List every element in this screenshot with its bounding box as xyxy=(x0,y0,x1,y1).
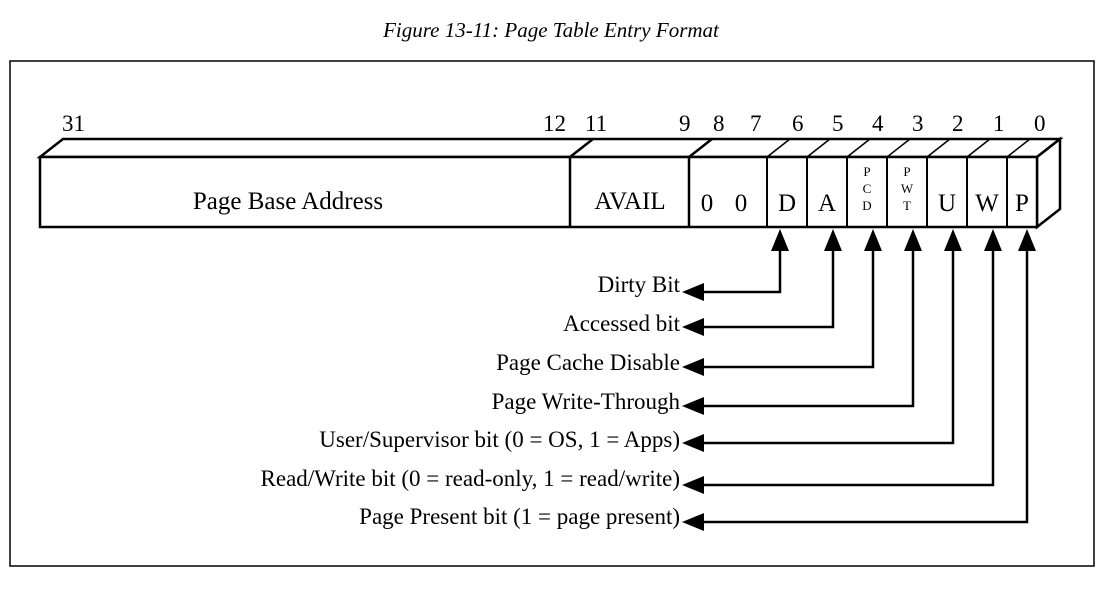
field-pwt-line-3: T xyxy=(903,198,911,213)
front-face-bit-dividers xyxy=(766,157,1008,227)
connector-present xyxy=(700,245,1029,524)
up-arrow-dirty-icon xyxy=(771,229,789,251)
field-avail: AVAIL xyxy=(594,188,665,215)
bit-number-labels: 31 12 11 9 8 7 6 5 4 3 2 1 0 xyxy=(62,111,1046,136)
desc-us: User/Supervisor bit (0 = OS, 1 = Apps) xyxy=(319,427,680,452)
bit-label-7: 7 xyxy=(750,111,762,136)
bit-label-5: 5 xyxy=(832,111,844,136)
field-pcd-line-3: D xyxy=(862,198,871,213)
connector-us xyxy=(700,245,955,445)
field-write: W xyxy=(975,190,999,217)
desc-pcd: Page Cache Disable xyxy=(496,350,680,375)
field-pcd: P C D xyxy=(862,164,871,213)
field-pcd-line-2: C xyxy=(863,181,872,196)
up-arrow-us-icon xyxy=(944,229,962,251)
bit-label-2: 2 xyxy=(952,111,964,136)
bit-label-4: 4 xyxy=(872,111,884,136)
up-arrow-pcd-icon xyxy=(864,229,882,251)
bit-label-11: 11 xyxy=(585,111,607,136)
field-pwt: P W T xyxy=(901,164,914,213)
desc-present: Page Present bit (1 = page present) xyxy=(359,504,680,529)
bit-label-1: 1 xyxy=(993,111,1005,136)
connector-pwt xyxy=(700,245,915,408)
left-arrowheads xyxy=(682,283,704,531)
up-arrow-rw-icon xyxy=(984,229,1002,251)
up-arrow-accessed-icon xyxy=(824,229,842,251)
field-present: P xyxy=(1015,190,1029,217)
bit-label-12: 12 xyxy=(543,111,566,136)
desc-pwt: Page Write-Through xyxy=(492,389,681,414)
left-arrow-present-icon xyxy=(682,513,704,531)
bit-label-8: 8 xyxy=(713,111,725,136)
figure-caption: Figure 13-11: Page Table Entry Format xyxy=(382,18,720,42)
left-arrow-dirty-icon xyxy=(682,283,704,301)
bit-label-9: 9 xyxy=(679,111,691,136)
front-face-dividers xyxy=(568,157,691,227)
connectors xyxy=(700,245,1029,524)
top-face-bit-ticks xyxy=(766,138,1031,158)
figure-frame xyxy=(9,60,1095,567)
field-pwt-line-1: P xyxy=(903,164,910,179)
bit-label-6: 6 xyxy=(792,111,804,136)
register-fields: Page Base Address AVAIL 0 0 D A P C D P … xyxy=(193,164,1029,217)
connector-pcd xyxy=(700,245,875,369)
connector-accessed xyxy=(700,245,835,329)
left-arrow-accessed-icon xyxy=(682,318,704,336)
bit-label-3: 3 xyxy=(912,111,924,136)
up-arrow-present-icon xyxy=(1018,229,1036,251)
field-accessed: A xyxy=(818,190,836,217)
field-bit7-zero: 0 xyxy=(735,190,748,217)
left-arrow-pcd-icon xyxy=(682,358,704,376)
bit-label-0: 0 xyxy=(1034,111,1046,136)
connector-dirty xyxy=(700,245,782,294)
left-arrow-us-icon xyxy=(682,434,704,452)
connector-rw xyxy=(700,245,995,487)
bit-descriptions: Dirty Bit Accessed bit Page Cache Disabl… xyxy=(261,272,681,529)
left-arrow-pwt-icon xyxy=(682,397,704,415)
field-user: U xyxy=(938,190,956,217)
left-arrow-rw-icon xyxy=(682,476,704,494)
register-bar xyxy=(36,136,1064,230)
register-front-face xyxy=(38,155,1039,229)
field-pwt-line-2: W xyxy=(901,181,914,196)
up-arrow-pwt-icon xyxy=(904,229,922,251)
field-page-base-address: Page Base Address xyxy=(193,188,383,215)
up-arrowheads xyxy=(771,229,1036,251)
field-dirty: D xyxy=(778,190,796,217)
desc-rw: Read/Write bit (0 = read-only, 1 = read/… xyxy=(261,466,680,491)
desc-dirty: Dirty Bit xyxy=(598,272,681,297)
top-face-dividers xyxy=(569,138,713,158)
bit-label-31: 31 xyxy=(62,111,85,136)
field-bit8-zero: 0 xyxy=(701,190,714,217)
field-pcd-line-1: P xyxy=(863,164,870,179)
desc-accessed: Accessed bit xyxy=(563,311,680,336)
